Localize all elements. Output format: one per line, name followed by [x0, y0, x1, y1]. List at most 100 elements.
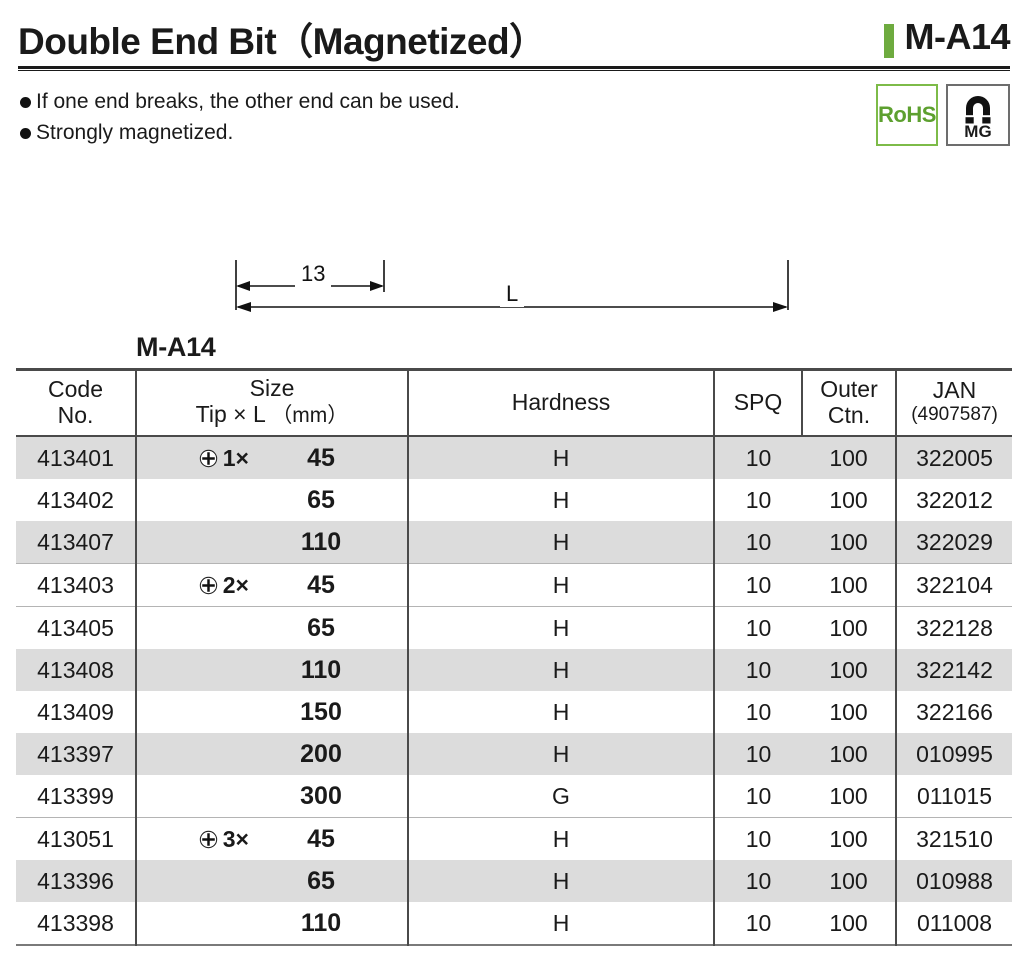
cell-hardness: H [407, 691, 714, 733]
feature-text: Strongly magnetized. [36, 121, 234, 144]
cell-outer-ctn: 100 [802, 817, 896, 860]
cell-jan: 322166 [895, 691, 1012, 733]
cell-spq: 10 [713, 479, 802, 521]
cell-code-no: 413405 [16, 606, 136, 649]
cell-length: 300 [300, 782, 342, 810]
cell-hardness: H [407, 563, 714, 607]
column-header-size-unit: （mm） [271, 404, 349, 427]
cell-hardness: H [407, 733, 714, 775]
cell-hardness: H [407, 479, 714, 521]
cell-outer-ctn: 100 [802, 733, 896, 775]
cell-length: 110 [300, 656, 342, 684]
phillips-cross-icon [199, 830, 217, 848]
cell-code-no: 413407 [16, 521, 136, 564]
cell-size: 110 [135, 521, 408, 564]
cell-outer-ctn: 100 [829, 699, 868, 725]
cell-jan: 321510 [895, 817, 1012, 860]
cell-jan: 322005 [895, 435, 1012, 479]
cell-jan: 322029 [895, 521, 1012, 564]
cell-length: 45 [307, 571, 335, 599]
cell-jan: 322104 [895, 563, 1012, 607]
header-divider [18, 66, 1010, 71]
phillips-cross-icon [199, 576, 217, 594]
cell-hardness: H [407, 606, 714, 649]
cell-jan: 010995 [895, 733, 1012, 775]
title-row: Double End Bit（Magnetized） M-A14 [18, 14, 1010, 64]
cell-code-no: 413409 [37, 699, 114, 725]
cell-length: 45 [307, 444, 335, 472]
rohs-label: RoHS [878, 102, 936, 127]
cell-spq: 10 [713, 691, 802, 733]
cell-size: 65 [135, 860, 408, 902]
cell-jan: 322012 [895, 479, 1012, 521]
cell-hardness: H [407, 860, 714, 902]
cell-code-no: 413402 [37, 487, 114, 513]
column-header-jan: JAN (4907587) [895, 369, 1012, 437]
cell-tip-size: 3× [222, 826, 249, 852]
table-header: Code No. Size Tip × L （mm） Hardness SPQ … [16, 369, 1012, 437]
cell-length: 65 [307, 614, 335, 642]
cell-spq: 10 [713, 563, 802, 607]
certification-badges: RoHS MG [876, 84, 1010, 146]
cell-tip: 1× [137, 437, 249, 479]
cell-tip: 2× [137, 564, 249, 606]
cell-hardness: G [407, 775, 714, 818]
column-header-outer-ctn: Outer Ctn. [801, 369, 896, 437]
bullet-icon [20, 97, 31, 108]
cell-code-no: 413396 [16, 860, 136, 902]
cell-length: 65 [307, 486, 335, 514]
product-code: M-A14 [904, 16, 1010, 57]
column-header-size: Size Tip × L （mm） [135, 369, 408, 437]
cell-size: 3×45 [135, 817, 408, 860]
cell-size: 1× 45 [135, 435, 408, 479]
product-code-block: M-A14 [884, 14, 1010, 60]
cell-jan: 322142 [895, 649, 1012, 691]
cell-code-no: 413403 [16, 563, 136, 607]
cell-outer-ctn: 100 [829, 910, 868, 936]
cell-outer-ctn: 100 [802, 435, 896, 479]
cell-size: 150 [135, 691, 408, 733]
cell-outer-ctn: 100 [802, 860, 896, 902]
cell-tip-size: 2× [222, 572, 249, 598]
phillips-cross-icon [199, 449, 217, 467]
cell-outer-ctn: 100 [802, 563, 896, 607]
cell-size: 65 [135, 479, 408, 521]
cell-outer-ctn: 100 [802, 649, 896, 691]
cell-length: 110 [300, 528, 342, 556]
dimension-label-long: L [500, 281, 525, 307]
cell-length: 65 [307, 867, 335, 895]
cell-size: 2× 45 [135, 563, 408, 607]
cell-spq: 10 [713, 860, 802, 902]
column-header-spq: SPQ [713, 369, 802, 437]
cell-tip-size: 1× [222, 445, 249, 471]
accent-bar-icon [884, 24, 895, 58]
cell-hardness: H [407, 435, 714, 479]
cell-jan: 011008 [895, 902, 1012, 945]
page-title: Double End Bit（Magnetized） [18, 21, 546, 62]
cell-length: 150 [300, 698, 342, 726]
bullet-icon [20, 128, 31, 139]
cell-spq: 10 [713, 649, 802, 691]
cell-outer-ctn: 100 [802, 521, 896, 564]
cell-spq: 10 [713, 902, 802, 945]
list-item: Strongly magnetized. [20, 117, 720, 148]
cell-jan: 322128 [895, 606, 1012, 649]
cell-outer-ctn: 100 [829, 487, 868, 513]
cell-spq: 10 [713, 435, 802, 479]
cell-size: 300 [135, 775, 408, 818]
list-item: If one end breaks, the other end can be … [20, 86, 720, 117]
cell-size: 65 [135, 606, 408, 649]
cell-tip: 3× [137, 818, 249, 860]
cell-length: 110 [300, 909, 342, 937]
cell-spq: 10 [713, 817, 802, 860]
